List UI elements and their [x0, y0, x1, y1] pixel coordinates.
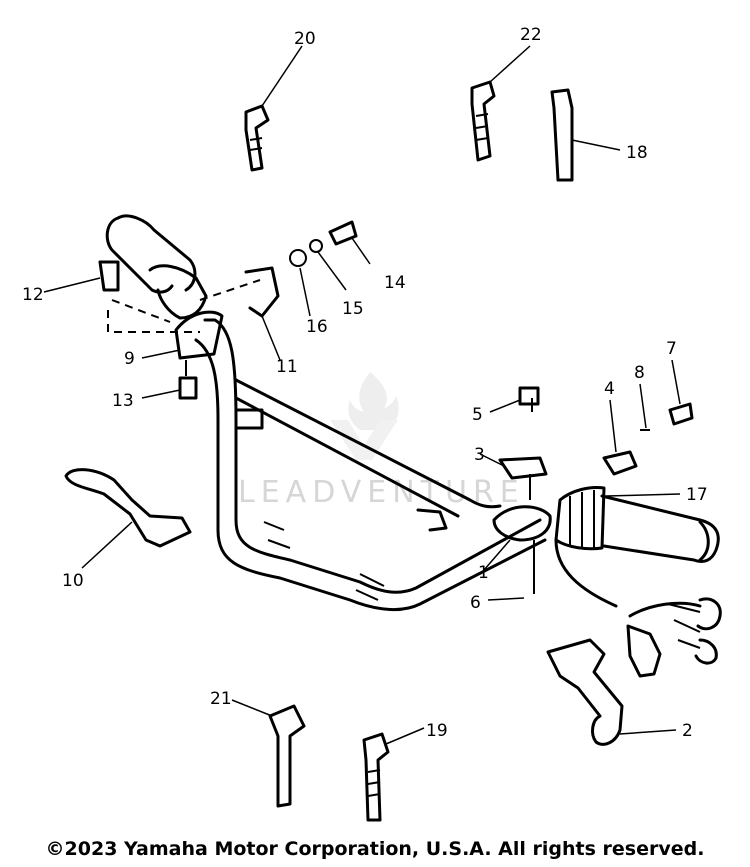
- watermark-logo: [330, 372, 399, 460]
- brake-master-clamp: [492, 386, 694, 594]
- callout-1: 1: [478, 563, 489, 583]
- right-grip-switch: [554, 486, 722, 678]
- cable-bands: [244, 80, 574, 822]
- clutch-lever: [64, 468, 192, 548]
- left-grip: [105, 214, 208, 320]
- callout-12: 12: [22, 285, 44, 305]
- callout-8: 8: [634, 363, 645, 383]
- callout-19: 19: [426, 721, 448, 741]
- clutch-clamp: [98, 220, 358, 400]
- callout-4: 4: [604, 379, 615, 399]
- callout-labels: 20 22 18 14 15 16 11 12 9 13 10 3 5 4 8 …: [22, 25, 708, 741]
- copyright-footer: ©2023 Yamaha Motor Corporation, U.S.A. A…: [45, 838, 705, 860]
- handlebar: [194, 318, 547, 612]
- callout-17: 17: [686, 485, 708, 505]
- callout-5: 5: [472, 405, 483, 425]
- callout-20: 20: [294, 29, 316, 49]
- callout-16: 16: [306, 317, 328, 337]
- callout-13: 13: [112, 391, 134, 411]
- callout-7: 7: [666, 339, 677, 359]
- callout-3: 3: [474, 445, 485, 465]
- callout-10: 10: [62, 571, 84, 591]
- brake-lever: [546, 638, 624, 746]
- callout-22: 22: [520, 25, 542, 45]
- callout-leaders: [43, 45, 681, 745]
- callout-15: 15: [342, 299, 364, 319]
- callout-2: 2: [682, 721, 693, 741]
- callout-6: 6: [470, 593, 481, 613]
- callout-9: 9: [124, 349, 135, 369]
- callout-11: 11: [276, 357, 298, 377]
- callout-18: 18: [626, 143, 648, 163]
- callout-21: 21: [210, 689, 232, 709]
- watermark-text: LEADVENTURE: [238, 475, 525, 510]
- callout-14: 14: [384, 273, 406, 293]
